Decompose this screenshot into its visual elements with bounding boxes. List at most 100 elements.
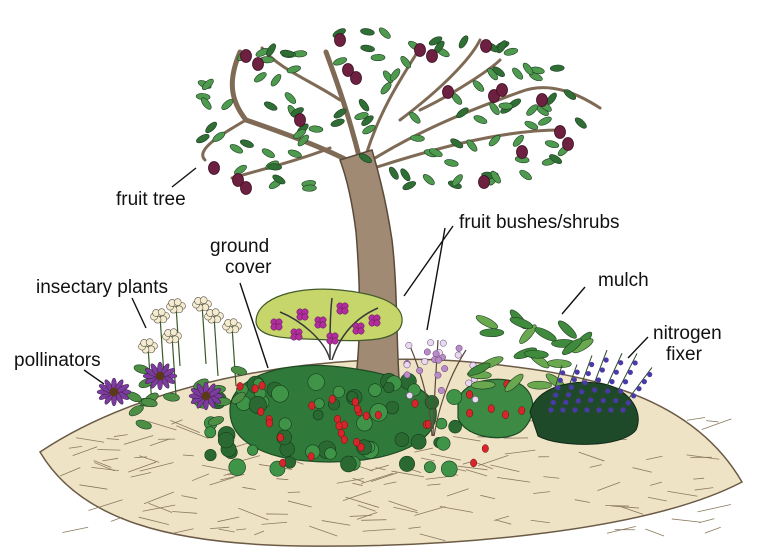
- mulch-stroke: [383, 481, 397, 485]
- insectary-floret: [145, 338, 154, 346]
- tree-leaf: [239, 139, 254, 148]
- mulch-stroke: [106, 438, 120, 440]
- label-fruit-tree: fruit tree: [116, 189, 186, 210]
- nitrogen-flower: [625, 400, 631, 406]
- label-fruit-bushes: fruit bushes/shrubs: [459, 212, 620, 233]
- tree-fruit: [342, 63, 354, 77]
- tree-leaf: [519, 169, 532, 181]
- ground-leaf: [278, 417, 292, 431]
- tree-leaf: [333, 108, 347, 119]
- mulch-stroke: [686, 454, 720, 460]
- tree-leaf: [293, 129, 307, 139]
- strawberry: [411, 399, 419, 408]
- nitrogen-flower: [560, 370, 566, 376]
- tree-fruit: [240, 181, 252, 195]
- tree-fruit: [554, 125, 566, 139]
- shrub-flower: [423, 348, 431, 356]
- mulch-stroke: [210, 526, 230, 530]
- tree-leaf: [549, 154, 563, 164]
- bush-berry: [357, 327, 365, 335]
- mulch-stroke: [388, 500, 418, 512]
- tree-leaf: [272, 174, 286, 185]
- mulch-stroke: [201, 464, 230, 471]
- bush-berry: [275, 323, 283, 331]
- nitrogen-flower: [550, 399, 556, 406]
- mulch-stroke: [475, 462, 493, 470]
- strawberry: [518, 406, 526, 415]
- strawberry: [351, 397, 359, 407]
- tree-leaf: [563, 89, 577, 100]
- strawberry: [337, 428, 345, 438]
- herb-leaf: [557, 320, 577, 339]
- shrub-flower: [427, 339, 435, 347]
- nitrogen-stem: [607, 353, 638, 411]
- insectary-floret: [169, 328, 178, 336]
- mulch-stroke: [393, 506, 418, 514]
- insectary-stem: [231, 325, 237, 387]
- tree-leaf: [512, 134, 524, 147]
- nitrogen-flower: [589, 361, 595, 368]
- tree-leaf: [279, 49, 295, 58]
- strawberry: [236, 382, 244, 391]
- shrub-flower: [437, 386, 445, 394]
- insectary-leaf: [141, 398, 158, 408]
- tree-leaf: [498, 102, 514, 110]
- strawberry: [357, 442, 365, 452]
- herb-leaf: [470, 380, 496, 390]
- tree-leaf: [358, 98, 370, 112]
- mulch-stroke: [138, 516, 170, 525]
- tree-branch: [418, 58, 502, 112]
- tree-leaf: [360, 44, 375, 53]
- tree-leaf: [410, 134, 425, 142]
- ground-leaf: [446, 389, 463, 405]
- tree-branch: [518, 86, 602, 110]
- tree-leaf: [360, 28, 375, 36]
- shrub-flower: [403, 371, 411, 379]
- mulch-stroke: [62, 526, 89, 533]
- ground-leaf: [394, 432, 410, 447]
- leader-fruit-bushes-1: [403, 225, 454, 297]
- mulch-stroke: [172, 528, 194, 534]
- ground-leaf: [312, 409, 324, 421]
- ground-leaf: [332, 385, 345, 398]
- tree-leaf: [196, 134, 210, 144]
- herb-leaf: [509, 317, 534, 329]
- ground-leaf: [399, 455, 415, 472]
- mulch-stroke: [362, 528, 396, 532]
- tree-leaf: [538, 116, 552, 126]
- label-ground-cover-line2: cover: [225, 257, 272, 278]
- nitrogen-flower: [596, 407, 602, 413]
- ground-leaf: [217, 431, 235, 449]
- mulch-stroke: [345, 496, 379, 508]
- shrub-flower: [435, 356, 443, 364]
- nitrogen-stem: [595, 353, 623, 411]
- mulch-stroke: [93, 462, 115, 472]
- bush-berry: [301, 313, 309, 321]
- insectary-leaf: [208, 416, 225, 426]
- mulch-stroke: [130, 472, 152, 478]
- nitrogen-flower: [553, 392, 559, 398]
- tree-leaf: [302, 184, 317, 192]
- ground-leaf: [423, 461, 436, 474]
- nitrogen-flower: [574, 369, 580, 375]
- mulch-stroke: [254, 530, 265, 536]
- tree-leaf: [212, 131, 226, 142]
- insectary-floret: [211, 308, 220, 316]
- mulch-stroke: [342, 490, 372, 501]
- mulch-stroke: [172, 511, 198, 514]
- tree-leaf: [492, 66, 505, 77]
- tree-branch: [398, 38, 482, 122]
- strawberry: [279, 458, 287, 468]
- tree-fruit: [208, 161, 220, 175]
- nitrogen-flower: [566, 392, 572, 398]
- mulch-stroke: [478, 455, 509, 466]
- mulch-stroke: [287, 491, 301, 493]
- tree-leaf: [362, 124, 376, 135]
- mulch-stroke: [142, 504, 176, 512]
- tree-leaf: [254, 72, 267, 83]
- mulch-stroke: [238, 507, 269, 521]
- tree-leaf: [354, 112, 369, 121]
- strawberry: [362, 411, 370, 421]
- tree-leaf: [473, 115, 488, 124]
- ground-cover-icon: [203, 364, 534, 478]
